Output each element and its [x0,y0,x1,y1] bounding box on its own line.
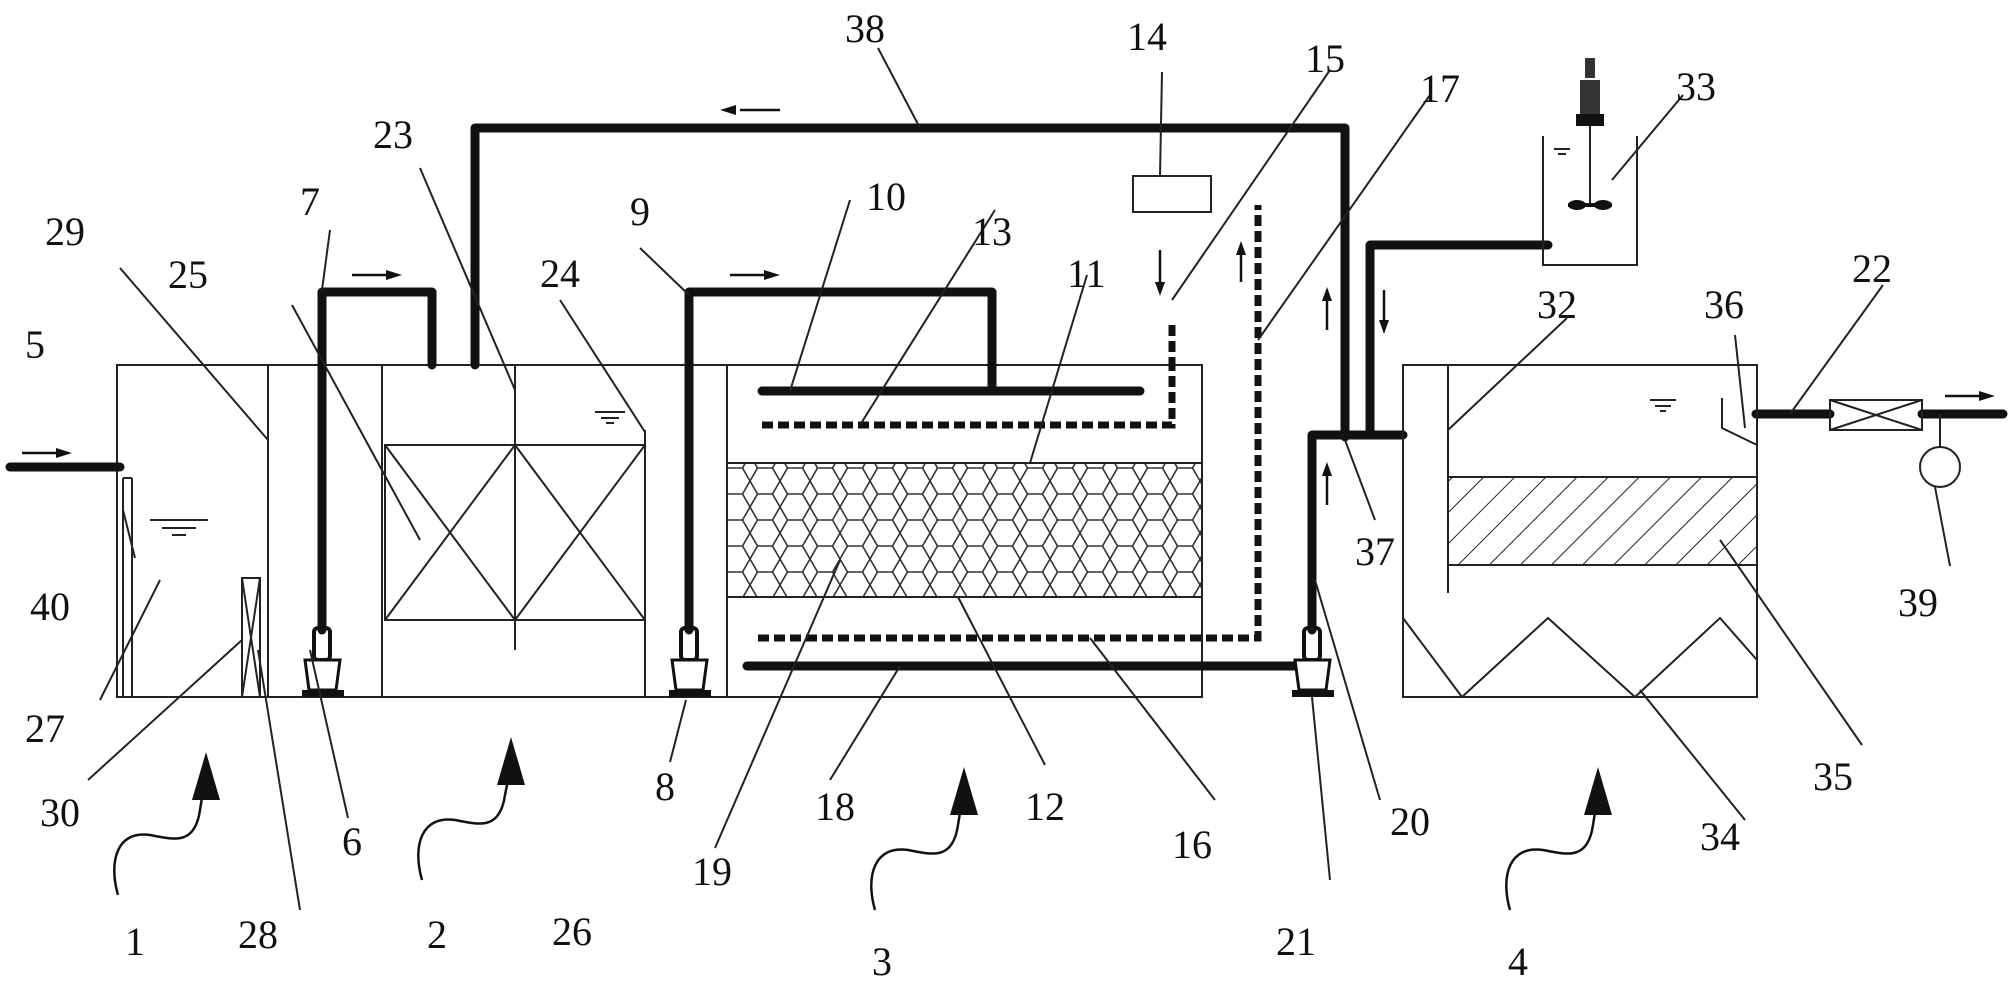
water-level-symbol-tank2 [595,411,625,424]
label-35: 35 [1813,754,1853,799]
tank-3-group [726,175,1323,671]
valve-on-22 [1829,399,1923,431]
label-33: 33 [1676,64,1716,109]
dosing-pipe-13 [762,368,1176,429]
label-26: 26 [552,909,592,954]
label-39: 39 [1898,580,1938,625]
filter-element-30-x2 [241,577,261,698]
label-34: 34 [1700,814,1740,859]
label-16: 16 [1172,822,1212,867]
label-14: 14 [1127,14,1167,59]
filter-element-30 [241,577,261,698]
label-24: 24 [540,251,580,296]
label-40: 40 [30,584,70,629]
tank-2-group [384,365,728,697]
label-6: 6 [342,819,362,864]
label-20: 20 [1390,799,1430,844]
lift-pipe-7 [317,287,437,635]
label-32: 32 [1537,282,1577,327]
sludge-hopper-34 [1402,616,1758,699]
label-21: 21 [1276,919,1316,964]
label-37: 37 [1355,529,1395,574]
aeration-pipe-16 [758,205,1262,642]
weir-36 [1721,398,1758,446]
section-arrow-1 [113,752,220,896]
label-9: 9 [630,189,650,234]
section-arrow-4 [1505,767,1612,911]
biofilm-carrier-19 [726,462,1203,598]
lift-pipe-9 [684,287,997,635]
label-4: 4 [1508,939,1528,983]
label-27: 27 [25,706,65,751]
section-arrow-3 [870,767,978,911]
filter-layer-35 [1447,476,1758,566]
label-29: 29 [45,209,85,254]
water-level-symbol-tank1 [150,519,208,536]
tank-4-group [1402,364,1758,699]
return-pipe-38 [470,123,1350,442]
label-5: 5 [25,322,45,367]
label-12: 12 [1025,784,1065,829]
dosing-pipe-37 [1365,240,1553,440]
section-arrow-2 [417,737,525,881]
label-23: 23 [373,112,413,157]
leader-lines [87,47,1951,911]
label-38: 38 [845,6,885,51]
water-level-symbol-tank4 [1650,399,1676,412]
label-1: 1 [125,919,145,964]
label-8: 8 [655,764,675,809]
label-2: 2 [427,912,447,957]
label-18: 18 [815,784,855,829]
pump-21 [1292,626,1334,697]
label-10: 10 [866,174,906,219]
dosing-tank-33 [1542,58,1638,266]
label-28: 28 [238,912,278,957]
pump-6 [302,626,344,697]
label-3: 3 [872,939,892,983]
label-19: 19 [692,849,732,894]
label-30: 30 [40,790,80,835]
label-22: 22 [1852,246,1892,291]
label-36: 36 [1704,282,1744,327]
label-15: 15 [1305,36,1345,81]
number-labels: 38 14 15 17 33 23 7 29 25 9 10 13 24 11 … [25,6,1938,983]
pump-8 [669,626,711,697]
label-11: 11 [1067,251,1106,296]
label-7: 7 [300,179,320,224]
label-13: 13 [972,209,1012,254]
label-25: 25 [168,252,208,297]
dosing-device-14 [1132,175,1212,213]
label-17: 17 [1420,66,1460,111]
flowmeter-39 [1919,446,1961,488]
